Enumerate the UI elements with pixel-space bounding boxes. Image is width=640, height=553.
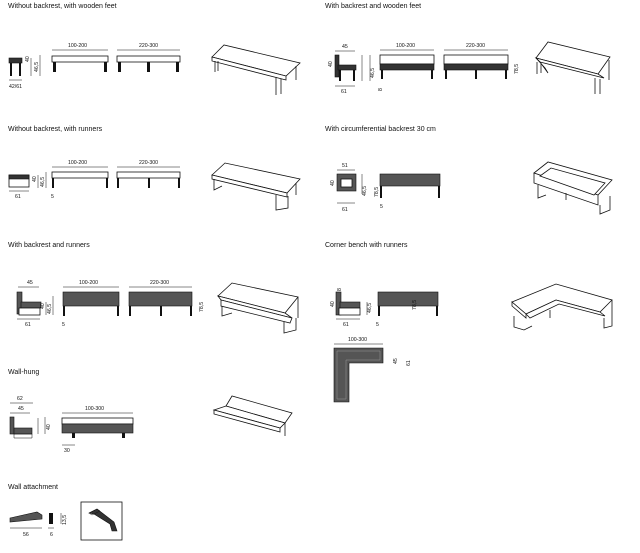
section-without-backrest-wooden-feet: Without backrest, with wooden feet 42/61… xyxy=(8,3,301,95)
section-corner-bench-runners: Corner bench with runners 8 40 61 46,5 5… xyxy=(325,242,613,403)
section-title: With backrest and wooden feet xyxy=(325,3,421,10)
side-view: 45 40 46,5 61 8 xyxy=(328,44,384,95)
isometric-view xyxy=(212,395,293,436)
seat-height-dimension: 40 xyxy=(32,176,38,182)
base-dimension: 61 xyxy=(25,322,31,328)
side-view: 61 40 46,5 xyxy=(8,172,47,200)
front-view: 5 xyxy=(379,173,441,210)
isometric-view xyxy=(80,501,123,541)
bracket-height-dimension: 13,5 xyxy=(62,515,68,525)
width-dimension: 100-300 xyxy=(348,337,367,343)
side-view: 42/61 40 46,5 xyxy=(8,55,41,90)
front-view-long: 220-300 xyxy=(116,43,181,72)
isometric-view xyxy=(211,162,301,211)
isometric-view xyxy=(217,282,299,334)
base-dimension: 61 xyxy=(341,89,347,95)
section-backrest-wooden-feet: With backrest and wooden feet 45 40 46,5… xyxy=(325,3,611,95)
front-view-long: 220-300 78,5 xyxy=(443,43,520,79)
depth-dimension: 45 xyxy=(342,44,348,50)
base-dimension: 61 xyxy=(343,322,349,328)
top-dimension: 62 xyxy=(17,396,23,402)
isometric-view xyxy=(511,283,613,331)
width-dimension: 100-300 xyxy=(85,406,104,412)
isometric-view xyxy=(211,44,301,95)
isometric-view xyxy=(533,161,613,215)
width-dimension: 100-200 xyxy=(79,280,98,286)
width-dimension: 100-200 xyxy=(68,160,87,166)
section-wall-hung: Wall-hung 62 45 40 100-300 30 xyxy=(8,369,293,454)
front-view-long: 220-300 78,5 xyxy=(128,280,205,316)
width-dimension: 100-200 xyxy=(396,43,415,49)
front-view-long: 220-300 xyxy=(116,160,181,188)
seat-height-dimension: 40 xyxy=(330,180,336,186)
section-backrest-runners: With backrest and runners 45 61 40 46,5 … xyxy=(8,242,299,334)
front-view-short: 100-200 5 xyxy=(51,160,109,200)
section-wall-attachment: Wall attachment 56 6 13,5 xyxy=(8,484,123,541)
section-title: Without backrest, with runners xyxy=(8,126,103,133)
front-view: 5 78,5 xyxy=(376,291,439,328)
backrest-height-dimension: 78,5 xyxy=(374,187,380,197)
section-without-backrest-runners: Without backrest, with runners 61 40 46,… xyxy=(8,126,301,211)
front-view-short: 100-200 xyxy=(379,43,435,79)
total-height-dimension: 46,5 xyxy=(40,177,46,187)
section-circumferential-backrest: With circumferential backrest 30 cm 51 4… xyxy=(325,126,613,215)
base-dimension: 61 xyxy=(15,194,21,200)
section-title: Wall-hung xyxy=(8,369,39,376)
foot-dimension: 8 xyxy=(337,288,343,291)
plan-depth-dimension: 45 xyxy=(393,358,399,364)
total-height-dimension: 46,5 xyxy=(367,303,373,313)
foot-dimension: 8 xyxy=(378,88,384,91)
backrest-height-dimension: 78,5 xyxy=(199,302,205,312)
section-title: Without backrest, with wooden feet xyxy=(8,3,117,10)
side-view: 8 40 61 46,5 xyxy=(330,288,373,328)
section-title: With backrest and runners xyxy=(8,242,90,249)
depth-dimension: 45 xyxy=(18,406,24,412)
width-dimension: 220-300 xyxy=(139,160,158,166)
runner-dimension: 5 xyxy=(380,204,383,210)
total-height-dimension: 46,5 xyxy=(47,304,53,314)
front-view-short: 100-200 5 xyxy=(62,280,120,328)
backrest-height-dimension: 78,5 xyxy=(514,64,520,74)
top-dimension: 51 xyxy=(342,163,348,169)
front-view-short: 100-200 xyxy=(51,43,109,72)
isometric-view xyxy=(534,41,611,94)
seat-height-dimension: 40 xyxy=(330,301,336,307)
width-dimension: 100-200 xyxy=(68,43,87,49)
plan-view: 100-300 45 61 xyxy=(333,337,412,403)
plan-base-dimension: 61 xyxy=(406,360,412,366)
section-title: Wall attachment xyxy=(8,484,58,491)
side-view: 45 61 40 46,5 xyxy=(16,280,54,328)
seat-height-dimension: 40 xyxy=(328,61,334,67)
front-view: 100-300 30 xyxy=(61,406,134,454)
backrest-height-dimension: 78,5 xyxy=(412,300,418,310)
section-title: Corner bench with runners xyxy=(325,242,408,249)
width-dimension: 220-300 xyxy=(139,43,158,49)
section-title: With circumferential backrest 30 cm xyxy=(325,126,436,133)
width-dimension: 220-300 xyxy=(150,280,169,286)
depth-dimension: 45 xyxy=(27,280,33,286)
total-height-dimension: 46,5 xyxy=(370,68,376,78)
runner-dimension: 5 xyxy=(376,322,379,328)
seat-height-dimension: 40 xyxy=(46,424,52,430)
seat-height-dimension: 40 xyxy=(25,56,31,62)
side-view: 56 6 13,5 xyxy=(9,511,68,538)
depth-dimension: 42/61 xyxy=(9,84,22,90)
width-dimension: 220-300 xyxy=(466,43,485,49)
bracket-dimension: 30 xyxy=(64,448,70,454)
runner-dimension: 5 xyxy=(62,322,65,328)
total-height-dimension: 46,5 xyxy=(362,186,368,196)
total-height-dimension: 46,5 xyxy=(34,62,40,72)
side-view: 51 40 46,5 61 78,5 xyxy=(330,163,380,213)
bracket-length-dimension: 56 xyxy=(23,532,29,538)
side-view: 62 45 40 xyxy=(9,396,52,439)
runner-dimension: 5 xyxy=(51,194,54,200)
bracket-thickness-dimension: 6 xyxy=(50,532,53,538)
seat-height-dimension: 40 xyxy=(40,303,46,309)
base-dimension: 61 xyxy=(342,207,348,213)
